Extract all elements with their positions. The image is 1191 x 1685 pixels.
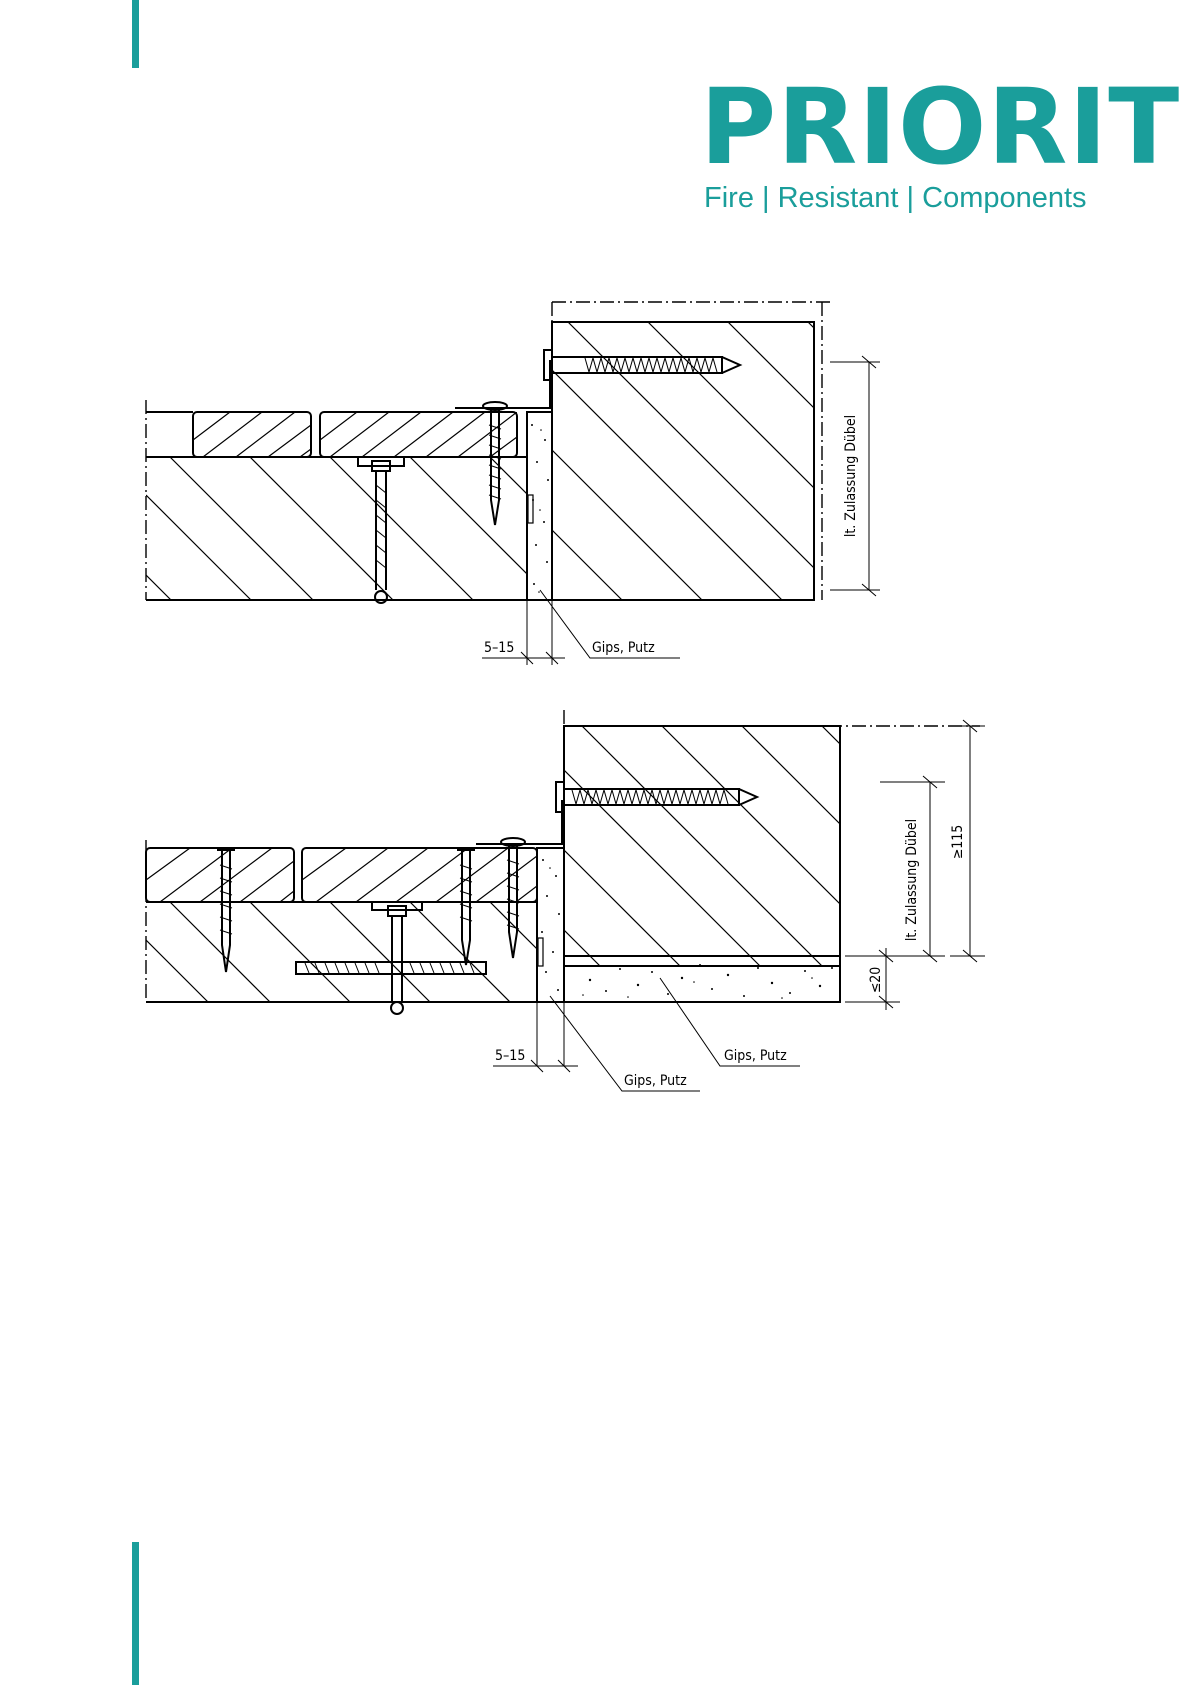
anchor-depth-dimension: lt. Zulassung Dübel xyxy=(880,776,945,962)
priorit-logo: PRIORIT Fire | Resistant | Components xyxy=(700,80,1140,220)
section-detail-top: lt. Zulassung Dübel 5–15 Gips, Putz xyxy=(0,300,1191,680)
max-screed-dimension: ≤20 xyxy=(845,948,900,1010)
joint-clip xyxy=(296,902,486,1014)
min-depth-label: ≥115 xyxy=(950,825,966,860)
anchor-depth-dimension: lt. Zulassung Dübel xyxy=(830,356,880,596)
plaster-dots xyxy=(541,859,560,991)
screed-layer xyxy=(564,956,840,1002)
material-label-side: Gips, Putz xyxy=(624,1073,687,1089)
min-depth-dimension: ≥115 xyxy=(950,720,985,962)
gap-dimension: 5–15 xyxy=(493,1002,578,1072)
tile-hatch xyxy=(193,412,311,457)
base-hatch xyxy=(146,457,527,600)
wall-anchor xyxy=(544,350,740,380)
base-outline xyxy=(146,457,527,600)
material-label-bottom: Gips, Putz xyxy=(724,1048,787,1064)
angle-profile xyxy=(476,800,562,844)
plaster-joint xyxy=(537,848,564,1002)
base-outline xyxy=(146,902,564,1002)
section-detail-bottom: lt. Zulassung Dübel ≥115 ≤20 5–15 Gips, … xyxy=(0,710,1191,1110)
gap-dimension-label: 5–15 xyxy=(495,1048,525,1064)
tile-hatch xyxy=(302,848,537,902)
plaster-dots xyxy=(531,424,549,593)
tile-hatch xyxy=(146,848,294,902)
angle-profile xyxy=(455,360,550,408)
gap-dimension-label: 5–15 xyxy=(484,640,514,656)
accent-bar-bottom xyxy=(132,1542,139,1685)
tile-screw xyxy=(457,848,475,965)
wall-hatch xyxy=(564,726,840,966)
screed-dots xyxy=(574,964,833,999)
max-screed-label: ≤20 xyxy=(868,967,884,994)
joint-marker xyxy=(528,495,533,523)
tile-hatch xyxy=(320,412,517,457)
joint-marker xyxy=(538,938,543,966)
wall-anchor xyxy=(556,782,757,812)
tile-block xyxy=(193,412,311,457)
material-label: Gips, Putz xyxy=(592,640,655,656)
material-leader-side: Gips, Putz xyxy=(550,996,700,1091)
base-hatch xyxy=(146,902,537,1002)
tile-block xyxy=(302,848,537,902)
anchor-dimension-label: lt. Zulassung Dübel xyxy=(843,415,859,537)
tile-screw xyxy=(217,848,235,972)
material-leader-bottom: Gips, Putz xyxy=(660,978,800,1066)
logo-wordmark: PRIORIT xyxy=(700,80,1140,174)
tile-block xyxy=(146,848,294,902)
tile-screw xyxy=(483,402,507,525)
logo-tagline: Fire | Resistant | Components xyxy=(704,180,1087,216)
accent-bar-top xyxy=(132,0,139,68)
anchor-dimension-label: lt. Zulassung Dübel xyxy=(904,819,920,941)
cut-line xyxy=(552,302,830,600)
plaster-joint xyxy=(527,412,552,600)
gap-dimension: 5–15 xyxy=(482,600,565,665)
